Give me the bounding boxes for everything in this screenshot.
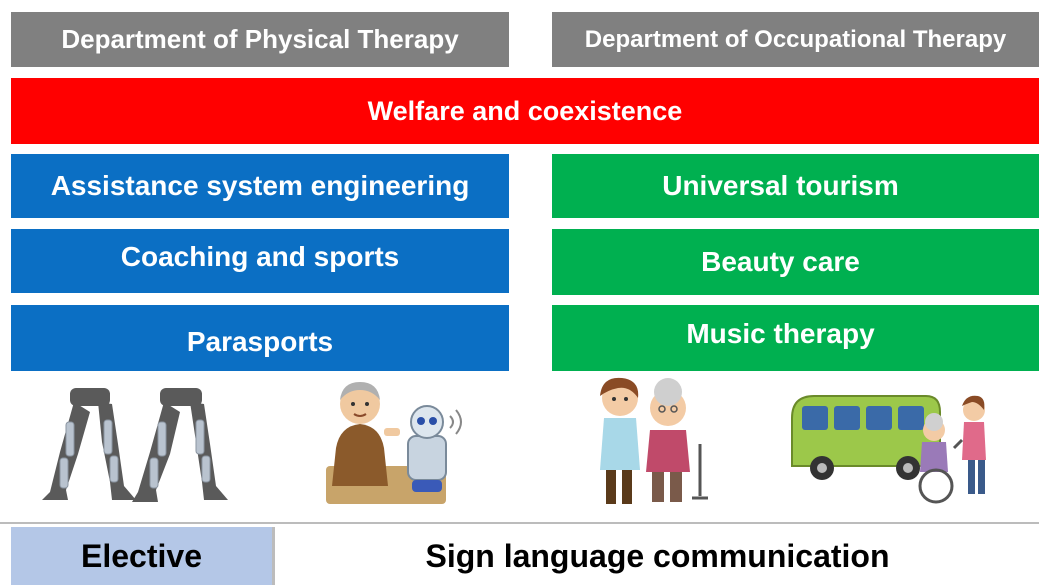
welfare-coexistence-bar: Welfare and coexistence — [11, 78, 1039, 144]
physical-therapy-header: Department of Physical Therapy — [11, 12, 509, 67]
course-music-therapy: Music therapy — [552, 305, 1039, 371]
bus-and-wheelchair-illustration — [791, 395, 986, 504]
exoskeleton-walkers-illustration — [42, 388, 228, 502]
elective-label-cell: Elective — [11, 527, 272, 585]
course-parasports: Parasports — [11, 305, 509, 371]
course-beauty-care: Beauty care — [552, 229, 1039, 295]
caregiver-with-elderly-woman-illustration — [600, 377, 708, 504]
bottom-divider — [0, 522, 1039, 524]
course-assistance-system-engineering: Assistance system engineering — [11, 154, 509, 218]
elective-cell-divider — [272, 527, 275, 585]
course-coaching-and-sports: Coaching and sports — [11, 229, 509, 293]
course-universal-tourism: Universal tourism — [552, 154, 1039, 218]
occupational-therapy-header: Department of Occupational Therapy — [552, 12, 1039, 67]
elderly-man-with-robot-illustration — [326, 382, 462, 504]
sign-language-course-cell: Sign language communication — [425, 537, 890, 574]
